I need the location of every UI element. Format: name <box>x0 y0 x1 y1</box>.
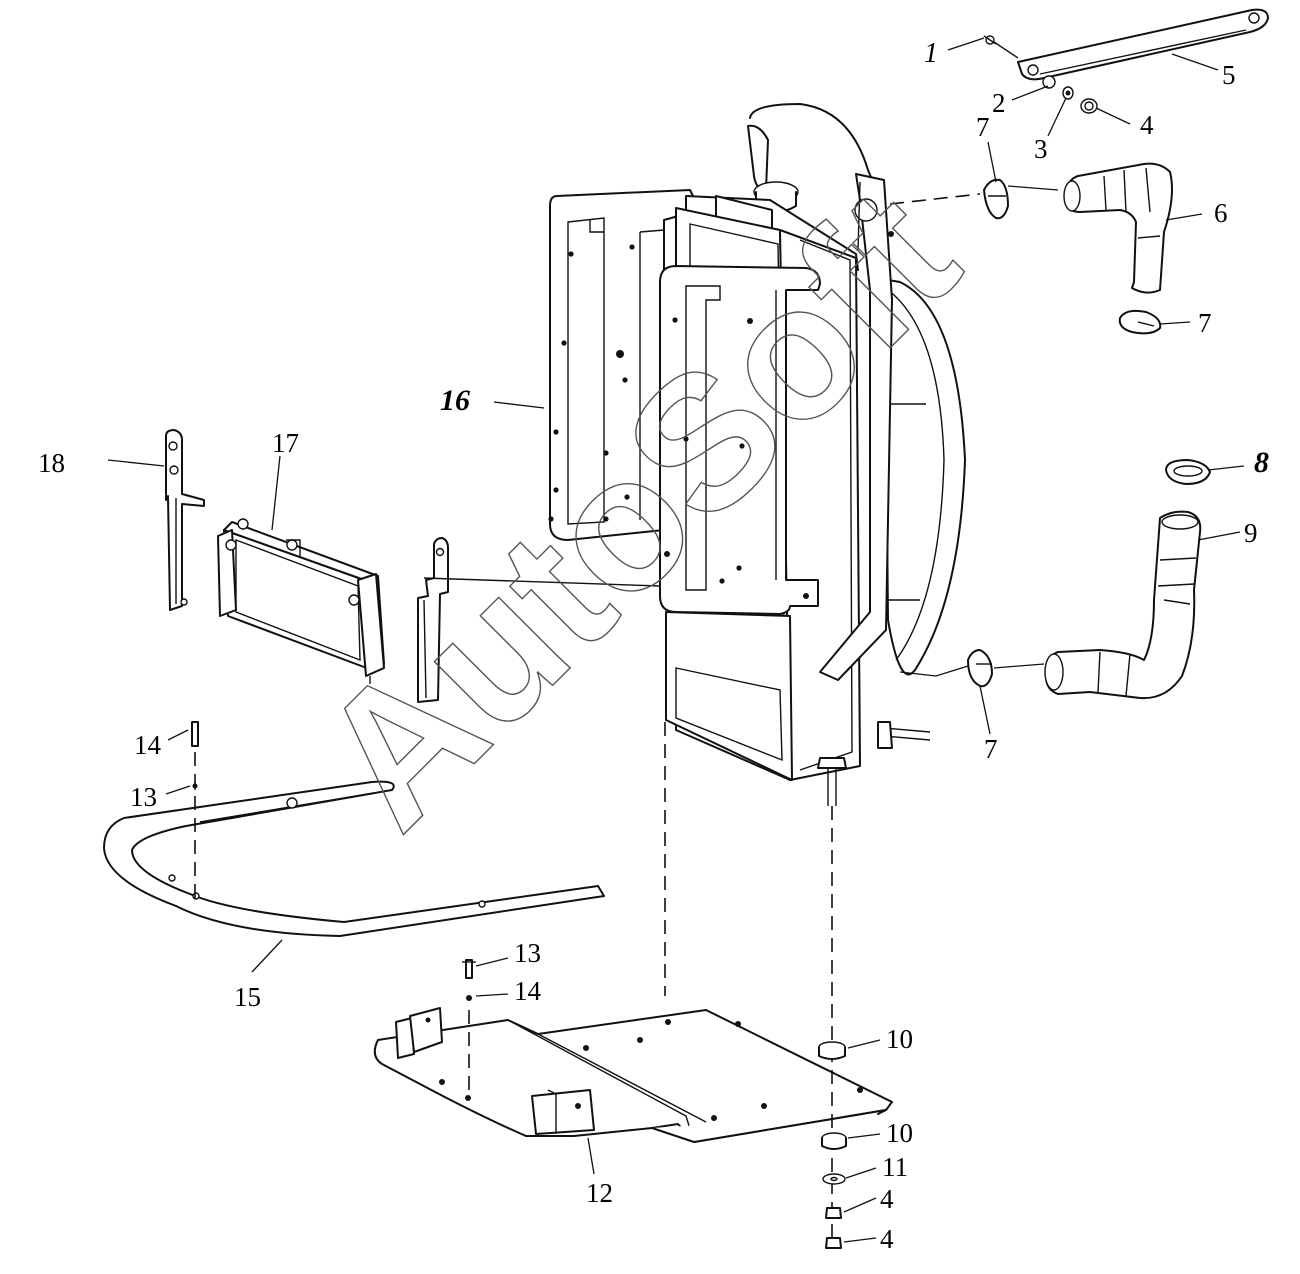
callout-4-top: 4 <box>1140 110 1154 140</box>
callout-18: 18 <box>38 448 65 478</box>
callout-16: 16 <box>440 384 470 417</box>
callout-14-middle: 14 <box>514 976 542 1006</box>
callout-4-middle: 4 <box>880 1184 894 1214</box>
callout-3: 3 <box>1034 134 1048 164</box>
radiator-bolt-holes <box>548 231 894 599</box>
callout-13-left: 13 <box>130 782 157 812</box>
part-12-base-plate <box>373 1007 893 1143</box>
part-15-curved-bar <box>103 780 605 937</box>
part-10-rubber-isolator-upper <box>818 1041 846 1060</box>
callout-10-upper: 10 <box>886 1024 913 1054</box>
dashed-line-top-hose <box>889 193 981 205</box>
part-7-clamp-right <box>1118 309 1162 335</box>
callout-7-lower: 7 <box>984 734 998 764</box>
cooler-right-bracket <box>417 537 661 703</box>
callout-5: 5 <box>1222 60 1236 90</box>
callout-11: 11 <box>882 1152 908 1182</box>
callout-15: 15 <box>234 982 261 1012</box>
base-plate-holes <box>425 1017 863 1121</box>
part-1-bolt <box>983 35 1019 59</box>
part-5-bracket-rod <box>1017 8 1269 81</box>
part-14-bolt-left <box>191 721 199 747</box>
callout-labels: 1 2 3 4 5 7 6 7 16 17 18 8 9 7 14 13 15 … <box>38 38 1269 1254</box>
part-2-washer <box>1042 75 1056 89</box>
callout-4-bottom: 4 <box>880 1224 894 1254</box>
part-3-lock-washer <box>1062 86 1074 100</box>
callout-7-top: 7 <box>976 112 990 142</box>
callout-14-left: 14 <box>134 730 162 760</box>
callout-6: 6 <box>1214 198 1228 228</box>
part-4-nut-middle <box>825 1207 842 1219</box>
part-14-washer-middle <box>466 995 472 1001</box>
callout-10-lower: 10 <box>886 1118 913 1148</box>
leader-lines <box>107 37 1245 1243</box>
callout-7-right: 7 <box>1198 308 1212 338</box>
part-13-bolt-middle <box>462 959 476 979</box>
callout-8: 8 <box>1254 446 1269 479</box>
part-7-clamp-top <box>983 178 1009 220</box>
part-6-upper-hose <box>1063 162 1173 294</box>
part-7-clamp-lower <box>967 649 993 688</box>
callout-13-middle: 13 <box>514 938 541 968</box>
callout-1: 1 <box>924 38 938 69</box>
callout-2: 2 <box>992 88 1006 118</box>
part-9-lower-hose <box>1044 510 1202 700</box>
part-4-nut-top <box>1080 98 1098 114</box>
part-11-washer <box>822 1173 846 1185</box>
part-10-rubber-isolator-lower <box>821 1132 847 1150</box>
part-16-radiator-assembly <box>548 103 966 806</box>
callout-9: 9 <box>1244 518 1258 548</box>
part-18-left-bracket <box>165 429 205 611</box>
part-8-clamp <box>1165 459 1211 485</box>
part-17-oil-cooler <box>217 518 385 684</box>
callout-17: 17 <box>272 428 299 458</box>
callout-12: 12 <box>586 1178 613 1208</box>
part-4-nut-bottom <box>825 1237 842 1249</box>
